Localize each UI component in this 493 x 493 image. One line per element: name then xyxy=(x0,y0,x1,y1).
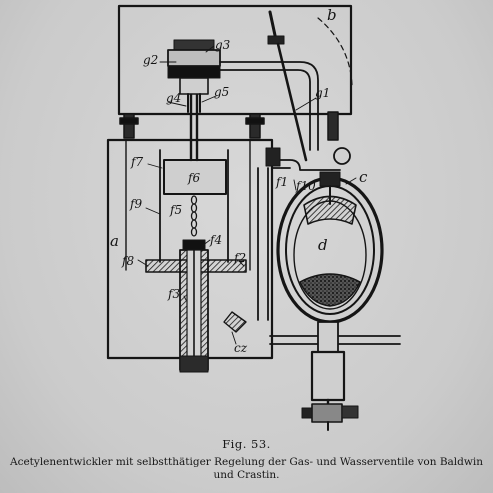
side-pipes xyxy=(257,147,401,345)
label-g1: g1 xyxy=(315,86,330,100)
lever-g1 xyxy=(267,10,308,162)
label-f7: f7 xyxy=(130,155,143,169)
label-c: c xyxy=(359,168,368,186)
figure-number: Fig. 53. xyxy=(222,437,271,451)
caption-text: Acetylenentwickler mit selbstthätiger Re… xyxy=(9,456,483,481)
label-f6: f6 xyxy=(187,171,200,185)
label-g2: g2 xyxy=(143,53,158,67)
outlet-assembly xyxy=(301,321,359,431)
label-f9: f9 xyxy=(129,197,142,211)
top-valve-g2-g3 xyxy=(167,39,221,113)
leader-lines xyxy=(137,45,357,345)
float-f6 xyxy=(163,159,227,195)
label-f8: f8 xyxy=(121,254,134,268)
label-g3: g3 xyxy=(215,38,231,52)
label-f1: f1 xyxy=(275,175,288,189)
upper-tank-b xyxy=(117,4,353,116)
figure-caption: Fig. 53. Acetylenentwickler mit selbstth… xyxy=(0,438,493,482)
label-cz: cz xyxy=(234,341,248,355)
support-bolts xyxy=(119,111,339,141)
label-f2: f2 xyxy=(233,251,246,265)
gas-pipe xyxy=(219,61,319,151)
generator-vessel-d xyxy=(276,171,384,324)
plug-f4 xyxy=(182,239,206,251)
label-g5: g5 xyxy=(214,85,229,99)
label-a: a xyxy=(110,232,119,250)
chain-f5 xyxy=(190,195,198,237)
label-b: b xyxy=(327,6,337,24)
label-d: d xyxy=(318,236,328,254)
label-g4: g4 xyxy=(166,91,181,105)
label-f3: f3 xyxy=(167,287,180,301)
label-f4: f4 xyxy=(209,233,222,247)
label-f5: f5 xyxy=(169,203,182,217)
lever-swing-arc xyxy=(317,17,353,86)
reference-labels: b g2 g3 g1 g4 g5 f7 f6 f9 f5 a f4 f8 f2 … xyxy=(110,6,368,355)
inlet-cz xyxy=(223,311,247,333)
label-f10: f10 xyxy=(295,179,316,193)
